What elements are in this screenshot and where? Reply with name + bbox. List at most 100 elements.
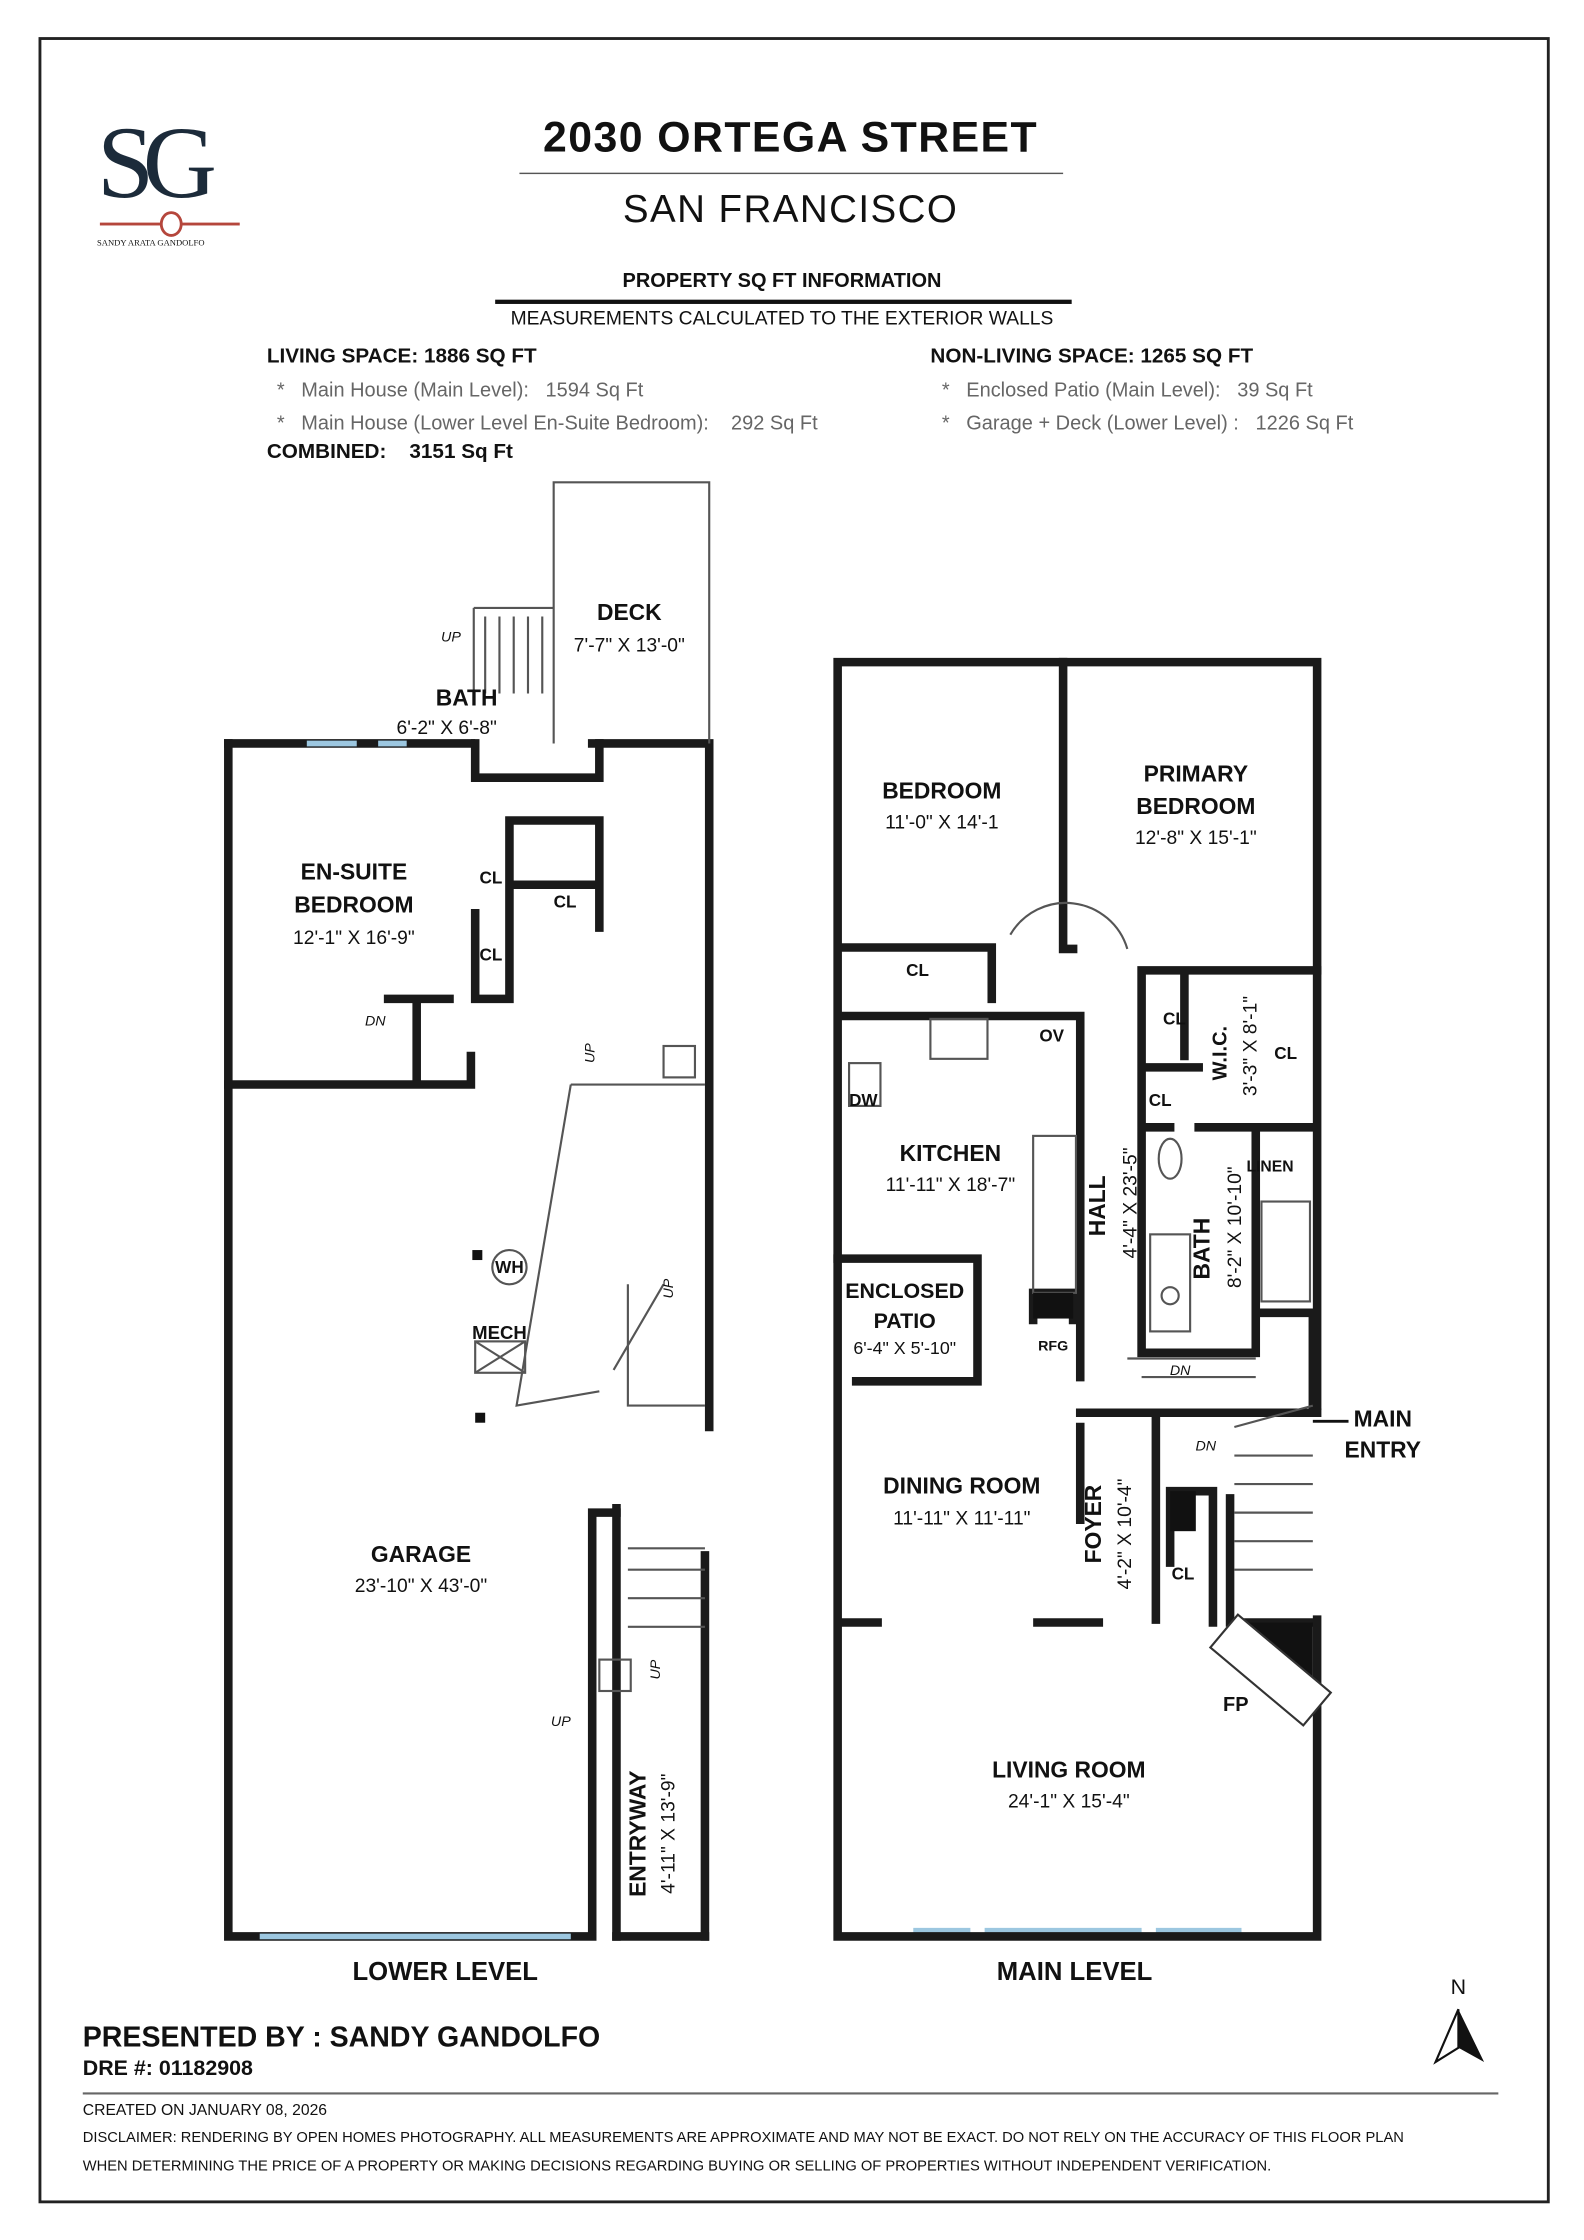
main-entry-pointer [1312, 1419, 1349, 1423]
main-level-title: MAIN LEVEL [996, 1957, 1153, 1986]
closet-label: CL [1274, 1043, 1298, 1064]
living-item: * Main House (Lower Level En-Suite Bedro… [277, 411, 818, 434]
closet-label: CL [479, 867, 503, 888]
room-primary-name1: PRIMARY [1143, 762, 1249, 787]
non-living-item: * Enclosed Patio (Main Level): 39 Sq Ft [942, 378, 1313, 401]
oven-label: OV [1039, 1026, 1065, 1046]
non-living-space-title: NON-LIVING SPACE: 1265 SQ FT [930, 345, 1254, 369]
room-bedroom-dim: 11'-0" X 14'-1 [885, 811, 999, 833]
stair-up-label: UP [661, 1278, 678, 1299]
room-garage-dim: 23'-10" X 43'-0" [354, 1574, 488, 1597]
logo-mark [159, 211, 183, 237]
room-dining-dim: 11'-11" X 11'-11" [893, 1507, 1031, 1530]
closet-label: CL [1163, 1008, 1186, 1029]
item-value: 39 Sq Ft [1237, 378, 1313, 401]
deck-outline [472, 481, 711, 1693]
stair-up-label: UP [550, 1714, 571, 1731]
room-bath-lower: BATH [435, 687, 498, 712]
mech-label: MECH [472, 1322, 527, 1344]
bullet: * [941, 378, 950, 401]
lower-level-title: LOWER LEVEL [352, 1957, 538, 1986]
info-heading: PROPERTY SQ FT INFORMATION [622, 268, 942, 292]
main-level-walls [833, 657, 1322, 1941]
bullet: * [941, 410, 950, 434]
room-bath-main-dim: 8'-2" X 10'-10" [1223, 1166, 1246, 1289]
stair-up-label: UP [441, 630, 461, 646]
page-border [38, 37, 1550, 2204]
non-living-item: * Garage + Deck (Lower Level) : 1226 Sq … [942, 411, 1353, 434]
combined-total: COMBINED: 3151 Sq Ft [267, 441, 513, 464]
room-hall-dim: 4'-4" X 23'-5" [1119, 1147, 1141, 1259]
room-ensuite-dim: 12'-1" X 16'-9" [293, 926, 415, 949]
water-heater-label: WH [495, 1257, 524, 1278]
created-date: CREATED ON JANUARY 08, 2026 [82, 2101, 328, 2120]
combined-value: 3151 Sq Ft [409, 440, 513, 464]
item-value: 1226 Sq Ft [1255, 410, 1354, 434]
room-dining: DINING ROOM [883, 1474, 1041, 1500]
room-entryway-dim: 4'-11" X 13'-9" [657, 1773, 679, 1894]
closet-label: CL [1171, 1563, 1195, 1584]
room-foyer: FOYER [1082, 1484, 1107, 1564]
disclaimer-line2: WHEN DETERMINING THE PRICE OF A PROPERTY… [82, 2159, 1272, 2175]
foyer-column [1170, 1491, 1196, 1532]
mech-marker [472, 1250, 483, 1261]
info-divider [495, 299, 1072, 304]
main-entry-label1: MAIN [1353, 1407, 1412, 1432]
bullet: * [276, 410, 285, 434]
room-bath-lower-dim: 6'-2" X 6'-8" [396, 717, 497, 739]
stair-up-label: UP [648, 1659, 665, 1680]
room-kitchen: KITCHEN [899, 1142, 1002, 1167]
room-deck: DECK [596, 601, 662, 626]
disclaimer-line1: DISCLAIMER: RENDERING BY OPEN HOMES PHOT… [82, 2130, 1404, 2147]
room-living-dim: 24'-1" X 15'-4" [1007, 1790, 1130, 1812]
living-space-title: LIVING SPACE: 1886 SQ FT [266, 345, 537, 369]
room-bath-main: BATH [1190, 1217, 1216, 1280]
stair-up-label: UP [582, 1043, 599, 1064]
city-subtitle: SAN FRANCISCO [622, 187, 959, 231]
closet-label: CL [1148, 1090, 1172, 1111]
item-value: 292 Sq Ft [731, 410, 818, 434]
room-patio-name1: ENCLOSED [845, 1279, 965, 1304]
logo-caption: SANDY ARATA GANDOLFO [97, 239, 205, 249]
room-foyer-dim: 4'-2" X 10'-4" [1113, 1478, 1136, 1590]
living-item: * Main House (Main Level): 1594 Sq Ft [277, 378, 643, 401]
fireplace-hearth [1208, 1613, 1333, 1727]
mech-marker [475, 1412, 486, 1423]
item-label: Main House (Lower Level En-Suite Bedroom… [301, 410, 709, 434]
room-garage: GARAGE [370, 1543, 472, 1568]
fireplace-label: FP [1223, 1692, 1249, 1716]
dishwasher-label: DW [849, 1090, 878, 1111]
logo: SG SANDY ARATA GANDOLFO [97, 111, 245, 254]
room-primary-name2: BEDROOM [1136, 795, 1256, 820]
logo-monogram: SG [97, 105, 217, 220]
room-ensuite-name2: BEDROOM [294, 894, 414, 919]
closet-label: CL [479, 944, 503, 965]
room-living: LIVING ROOM [992, 1758, 1146, 1784]
refrigerator-label: RFG [1038, 1339, 1069, 1355]
title-divider [519, 172, 1064, 175]
room-patio-dim: 6'-4" X 5'-10" [853, 1338, 957, 1359]
item-label: Garage + Deck (Lower Level) : [966, 410, 1239, 434]
room-kitchen-dim: 11'-11" X 18'-7" [885, 1173, 1016, 1196]
item-label: Enclosed Patio (Main Level): [966, 378, 1221, 401]
room-deck-dim: 7'-7" X 13'-0" [573, 634, 685, 656]
room-wic-dim: 3'-3" X 8'-1" [1239, 995, 1261, 1097]
bullet: * [276, 378, 285, 401]
windows [259, 659, 1249, 1940]
room-primary-dim: 12'-8" X 15'-1" [1134, 826, 1257, 849]
closet-label: CL [553, 891, 577, 912]
item-label: Main House (Main Level): [301, 378, 529, 401]
compass-north-label: N [1450, 1975, 1467, 2000]
north-arrow-icon [1433, 2008, 1485, 2065]
room-wic: W.I.C. [1207, 1025, 1231, 1081]
room-entryway: ENTRYWAY [627, 1770, 652, 1897]
room-bedroom: BEDROOM [882, 779, 1002, 805]
refrigerator-block [1033, 1292, 1074, 1319]
linen-label: LINEN [1246, 1158, 1294, 1176]
item-value: 1594 Sq Ft [545, 378, 644, 401]
closet-label: CL [906, 960, 929, 981]
combined-label: COMBINED: [266, 440, 387, 464]
info-subheading: MEASUREMENTS CALCULATED TO THE EXTERIOR … [510, 307, 1054, 329]
